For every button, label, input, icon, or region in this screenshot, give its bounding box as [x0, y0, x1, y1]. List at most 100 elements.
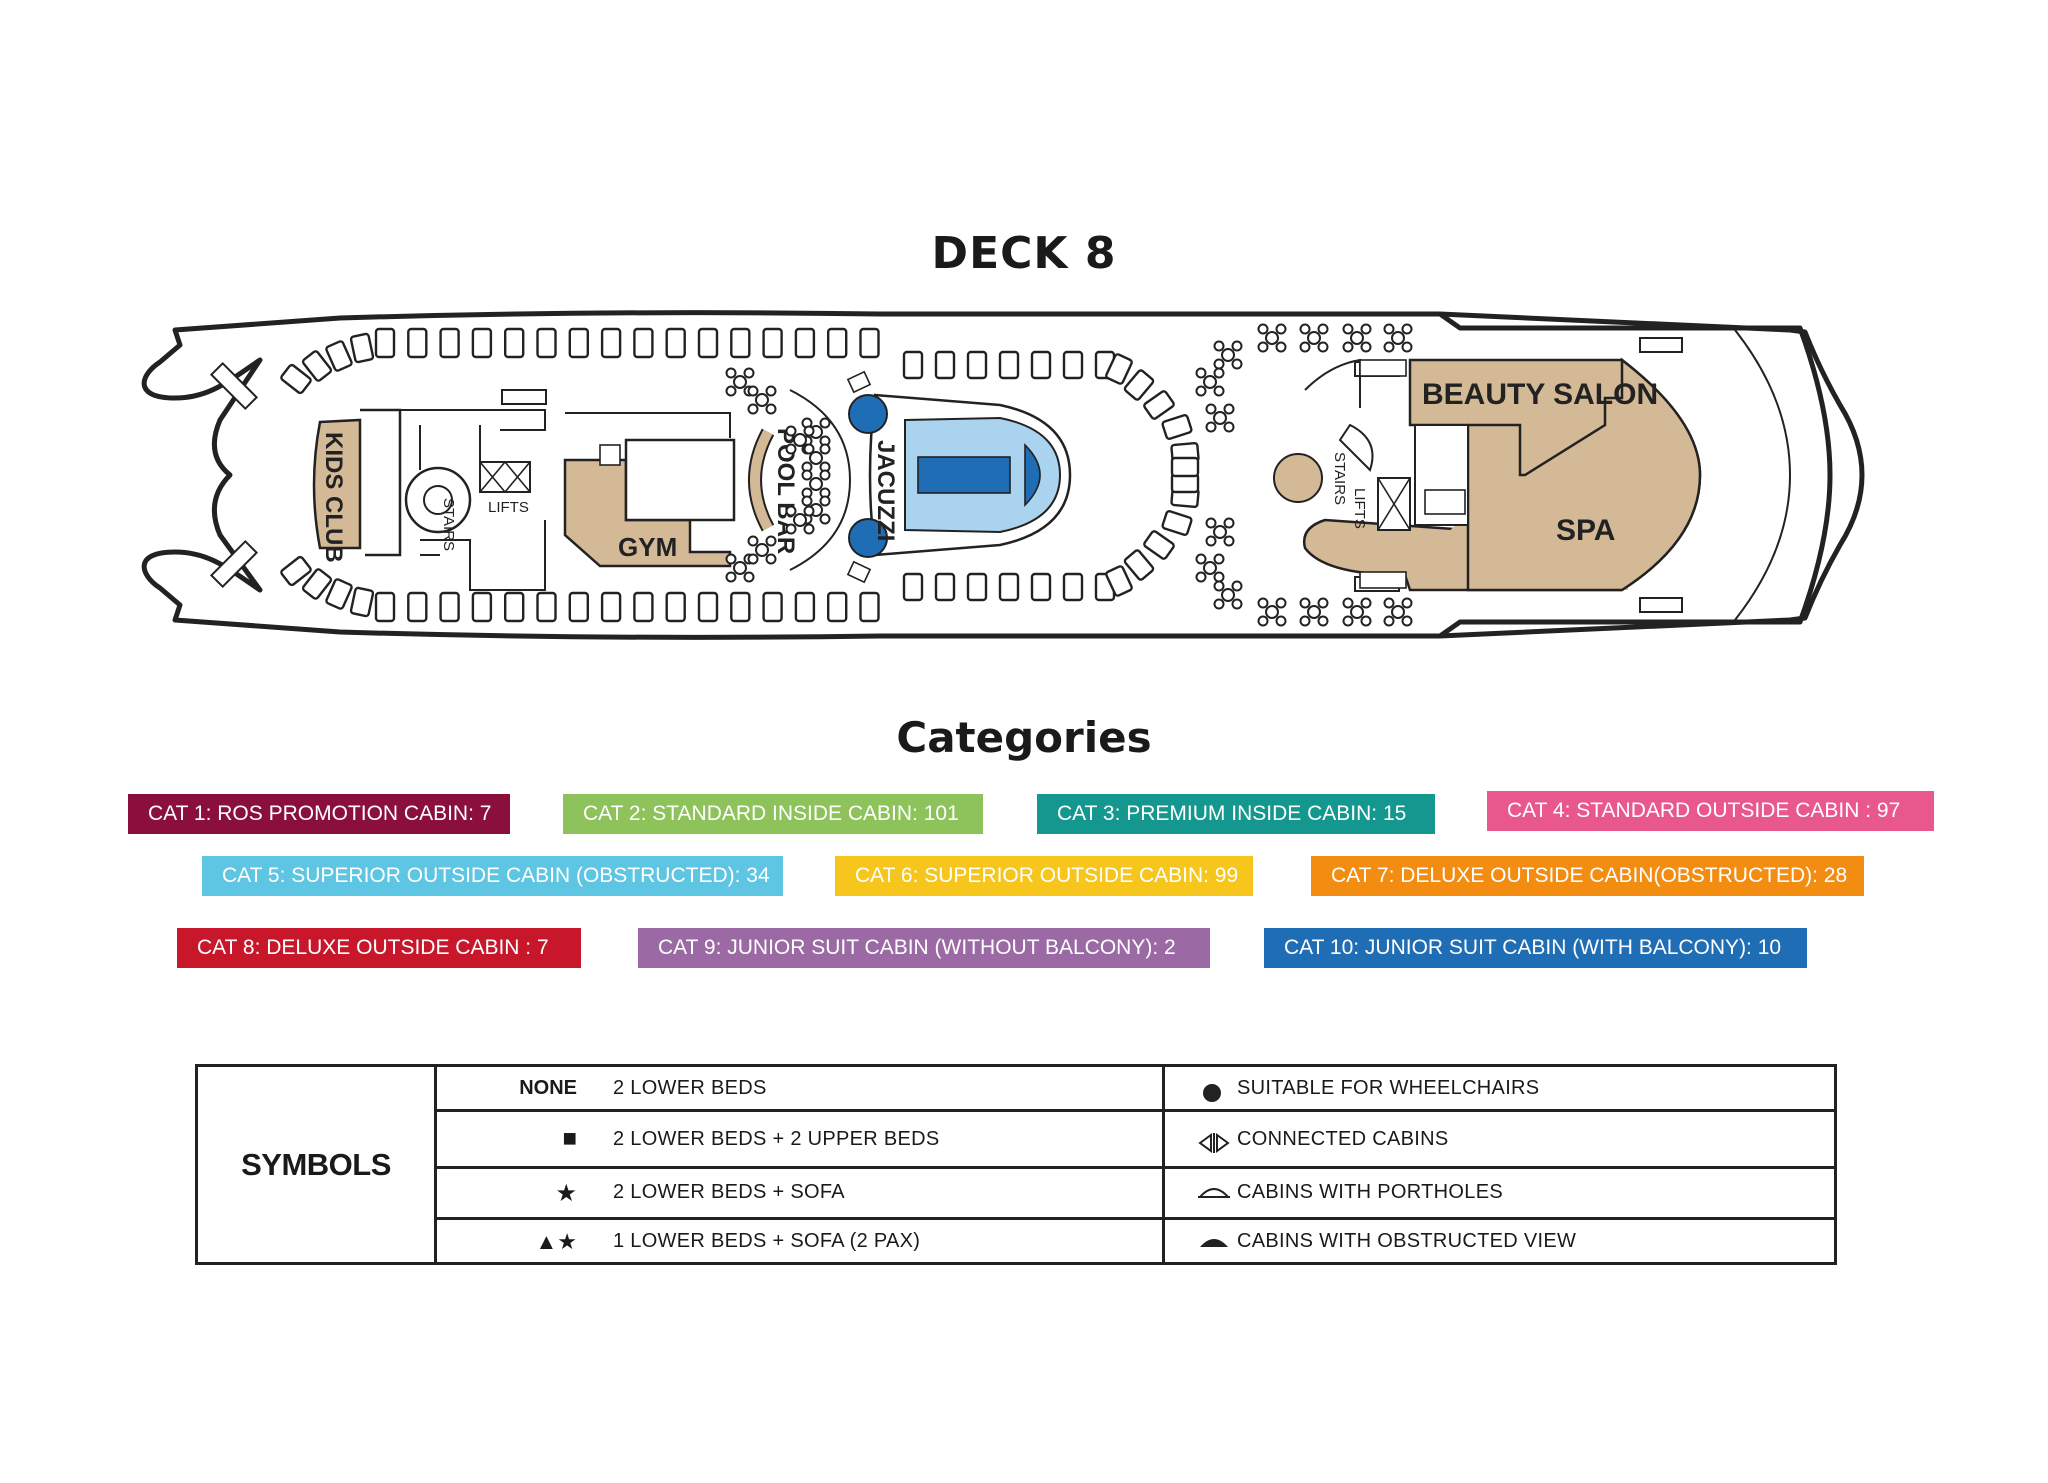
- table-set: [1383, 323, 1413, 353]
- category-badge-7: CAT 7: DELUXE OUTSIDE CABIN(OBSTRUCTED):…: [1311, 856, 1864, 896]
- cabin-block: [1105, 353, 1133, 385]
- cabin-block: [1105, 565, 1133, 597]
- cabin-block: [902, 350, 924, 380]
- table-set: [1299, 323, 1329, 353]
- cabin-block: [374, 591, 396, 623]
- table-set: [1195, 367, 1225, 397]
- category-badge-8: CAT 8: DELUXE OUTSIDE CABIN : 7: [177, 928, 581, 968]
- table-set: [1342, 597, 1372, 627]
- cabin-block: [730, 591, 751, 623]
- cabin-block: [794, 327, 816, 359]
- cabin-block: [1143, 390, 1175, 420]
- cabin-block: [730, 327, 751, 359]
- table-set: [1213, 340, 1243, 370]
- pool-bar-area: [748, 389, 852, 571]
- obstructed-view-icon: [1200, 1239, 1228, 1247]
- cabin-block: [827, 591, 848, 623]
- cabin-block: [407, 591, 428, 623]
- table-set: [1342, 323, 1372, 353]
- symbol-text-sofa: 2 LOWER BEDS + SOFA: [613, 1180, 845, 1203]
- kids-club-label: KIDS CLUB: [320, 432, 347, 563]
- table-set: [1205, 403, 1235, 433]
- cabin-block: [439, 591, 460, 623]
- category-badge-2: CAT 2: STANDARD INSIDE CABIN: 101: [563, 794, 983, 834]
- lifts-aft-label: LIFTS: [1351, 488, 1368, 529]
- cabin-block: [633, 591, 654, 623]
- wheelchair-dot-icon: [1203, 1084, 1221, 1102]
- cabin-block: [407, 327, 428, 359]
- cabin-block: [504, 327, 525, 359]
- cabin-block: [998, 350, 1020, 380]
- table-set: [1213, 580, 1243, 610]
- stairs-aft-label: STAIRS: [1331, 452, 1348, 505]
- symbol-text-portholes: CABINS WITH PORTHOLES: [1237, 1180, 1503, 1203]
- cabin-block: [1161, 414, 1193, 440]
- cabin-block: [633, 327, 654, 359]
- cabin-block: [1123, 369, 1155, 401]
- cabin-block: [794, 591, 816, 623]
- cabin-block: [859, 591, 880, 623]
- star-icon: ★: [555, 1179, 577, 1207]
- cabin-block: [536, 327, 557, 359]
- table-set: [1205, 517, 1235, 547]
- deck-plan: KIDS CLUB STAIRS LIFTS GYM POOL BAR JACU…: [141, 310, 1865, 640]
- spa-area: [1273, 357, 1702, 592]
- pool-area: [846, 370, 1072, 584]
- cabin-block: [1143, 530, 1175, 560]
- table-set: [1299, 597, 1329, 627]
- cabin-block: [280, 555, 312, 587]
- connected-cabins-icon: [1198, 1133, 1230, 1153]
- category-badge-4: CAT 4: STANDARD OUTSIDE CABIN : 97: [1487, 791, 1934, 831]
- kids-club-area: [312, 408, 546, 591]
- symbols-legend: SYMBOLS NONE 2 LOWER BEDS ■ 2 LOWER BEDS…: [195, 1064, 1837, 1265]
- table-set: [1195, 553, 1225, 583]
- gym-label: GYM: [618, 532, 677, 562]
- category-badge-5: CAT 5: SUPERIOR OUTSIDE CABIN (OBSTRUCTE…: [202, 856, 783, 896]
- cabin-block: [600, 327, 622, 359]
- cabin-block: [349, 586, 375, 618]
- category-badge-3: CAT 3: PREMIUM INSIDE CABIN: 15: [1037, 794, 1435, 834]
- cabin-block: [349, 332, 375, 364]
- lifts-fwd-label: LIFTS: [488, 499, 529, 516]
- table-set: [1383, 597, 1413, 627]
- cabin-block: [600, 591, 622, 623]
- symbol-none-mark: NONE: [519, 1076, 577, 1099]
- cabin-block: [1170, 456, 1200, 478]
- cabin-block: [568, 591, 589, 623]
- cabin-block: [471, 327, 493, 359]
- cabin-block: [374, 327, 396, 359]
- category-badge-9: CAT 9: JUNIOR SUIT CABIN (WITHOUT BALCON…: [638, 928, 1210, 968]
- porthole-icon: [1198, 1188, 1230, 1198]
- beauty-salon-label: BEAUTY SALON: [1422, 378, 1658, 411]
- deck-tables: [725, 323, 1413, 627]
- cabin-block: [827, 327, 848, 359]
- jacuzzi-label: JACUZZI: [872, 440, 899, 541]
- cabin-block: [665, 327, 686, 359]
- table-set: [785, 505, 815, 535]
- table-set: [1257, 323, 1287, 353]
- cabin-block: [665, 591, 686, 623]
- spa-label: SPA: [1556, 514, 1615, 547]
- cabin-block: [301, 350, 333, 382]
- cabin-block: [1030, 572, 1052, 602]
- symbol-text-two-lower-beds: 2 LOWER BEDS: [613, 1076, 767, 1099]
- cabin-block: [934, 572, 956, 602]
- categories-title: Categories: [896, 713, 1152, 762]
- symbols-heading: SYMBOLS: [198, 1067, 437, 1262]
- cabin-block: [966, 350, 988, 380]
- cabin-blocks: [280, 327, 1200, 623]
- cabin-block: [536, 591, 557, 623]
- deck-title: DECK 8: [931, 228, 1117, 279]
- symbol-text-sofa-2pax: 1 LOWER BEDS + SOFA (2 PAX): [613, 1229, 921, 1252]
- cabin-block: [1030, 350, 1052, 380]
- cabin-block: [859, 327, 880, 359]
- symbol-text-obstructed: CABINS WITH OBSTRUCTED VIEW: [1237, 1229, 1577, 1252]
- gym-area: [563, 412, 736, 568]
- cabin-block: [697, 327, 719, 359]
- ship-hull: [141, 310, 1865, 640]
- cabin-block: [934, 350, 956, 380]
- cabin-block: [1161, 510, 1193, 536]
- cabin-block: [504, 591, 525, 623]
- table-set: [747, 385, 777, 415]
- category-badge-6: CAT 6: SUPERIOR OUTSIDE CABIN: 99: [835, 856, 1253, 896]
